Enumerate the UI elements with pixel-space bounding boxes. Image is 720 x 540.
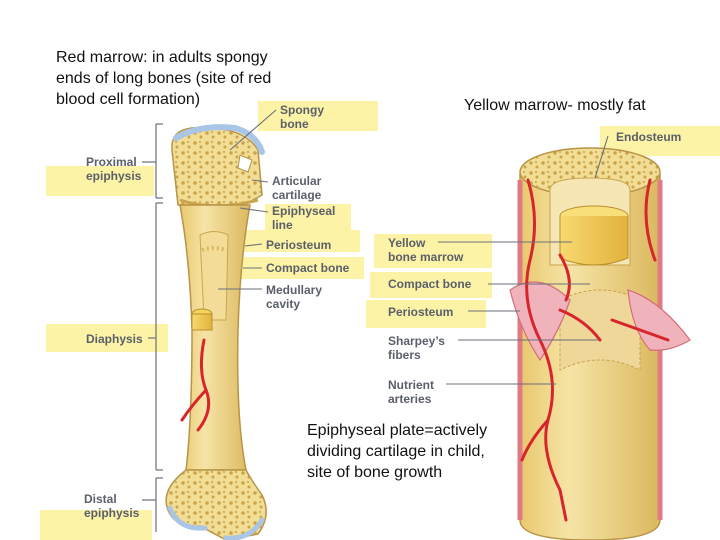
- highlight-diaphysis: [46, 324, 168, 352]
- highlight-proximal-epiphysis: [46, 166, 154, 196]
- note-red-marrow: Red marrow: in adults spongy ends of lon…: [56, 49, 272, 108]
- label-sharpeys-fibers: Sharpey’s fibers: [388, 334, 445, 362]
- label-yellow-bone-marrow: Yellow bone marrow: [388, 236, 464, 264]
- highlight-periosteum-right: [366, 300, 486, 328]
- label-epiphyseal-line: Epiphyseal line: [272, 204, 336, 232]
- highlight-periosteum-left: [240, 230, 360, 252]
- label-compact-bone-right: Compact bone: [388, 277, 472, 291]
- highlight-compact-bone-left: [240, 257, 364, 279]
- bracket-lines: [142, 123, 163, 532]
- note-epiphyseal-plate: Epiphyseal plate=actively dividing carti…: [307, 422, 488, 481]
- highlight-compact-bone-right: [370, 272, 492, 298]
- label-compact-bone-left: Compact bone: [266, 261, 350, 275]
- label-distal-epiphysis: Distal epiphysis: [84, 492, 140, 520]
- label-nutrient-arteries: Nutrient arteries: [388, 378, 434, 406]
- shaft-cross-section: [509, 147, 691, 540]
- label-periosteum-right: Periosteum: [388, 305, 454, 319]
- label-medullary-cavity: Medullary cavity: [266, 283, 323, 311]
- highlight-distal-epiphysis: [40, 510, 152, 540]
- label-endosteum: Endosteum: [616, 130, 682, 144]
- label-proximal-epiphysis: Proximal epiphysis: [86, 155, 142, 183]
- highlight-epiphyseal-line: [265, 204, 351, 234]
- highlight-yellow-bone-marrow: [374, 234, 492, 268]
- label-spongy-bone: Spongy bone: [280, 103, 324, 131]
- leader-lines: [218, 109, 609, 385]
- note-yellow-marrow: Yellow marrow- mostly fat: [464, 97, 646, 114]
- label-periosteum-left: Periosteum: [266, 238, 332, 252]
- humerus-bone: [165, 124, 267, 540]
- label-diaphysis: Diaphysis: [86, 332, 143, 346]
- label-articular-cartilage: Articular cartilage: [272, 174, 322, 202]
- highlight-spongy-bone: [258, 101, 378, 131]
